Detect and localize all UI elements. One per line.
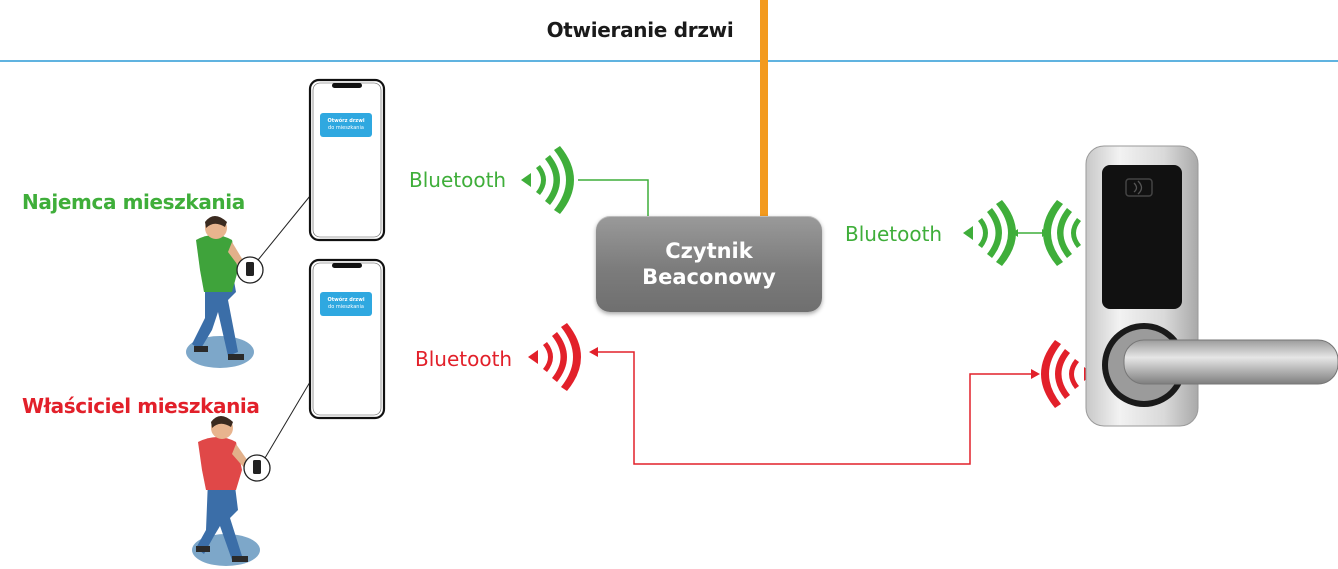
owner-person-icon [192, 416, 260, 566]
nfc-icon [1125, 178, 1153, 197]
owner-label: Właściciel mieszkania [22, 394, 260, 418]
page-title: Otwieranie drzwi [546, 18, 734, 42]
open-door-button[interactable]: Otwórz drzwi do mieszkania [320, 292, 372, 316]
reader-label-line1: Czytnik [665, 239, 753, 263]
bluetooth-signal-icon [528, 323, 581, 391]
door-lock-icon [1085, 145, 1338, 427]
smartphone-icon [308, 78, 386, 242]
open-door-button-sublabel: do mieszkania [328, 304, 364, 310]
tenant-bluetooth-label: Bluetooth [409, 168, 507, 192]
tenant-person-icon [186, 216, 254, 368]
reader-label-line2: Beaconowy [642, 265, 776, 289]
tenant-reader-connector [578, 179, 649, 216]
tenant-callout-line [257, 195, 311, 261]
beacon-reader-box: Czytnik Beaconowy [596, 216, 822, 312]
bluetooth-signal-icon [963, 200, 1016, 266]
owner-lock-connector [596, 351, 1032, 465]
owner-callout-line [264, 381, 311, 459]
bluetooth-signal-icon [521, 146, 574, 214]
open-door-button[interactable]: Otwórz drzwi do mieszkania [320, 113, 372, 137]
open-door-button-label: Otwórz drzwi [327, 297, 365, 303]
open-door-button-sublabel: do mieszkania [328, 125, 364, 131]
tenant-label: Najemca mieszkania [22, 190, 245, 214]
smartphone-icon [308, 258, 386, 420]
owner-bluetooth-label: Bluetooth [415, 347, 513, 371]
open-door-button-label: Otwórz drzwi [327, 118, 365, 124]
reader-lock-bluetooth-label: Bluetooth [845, 222, 943, 246]
orange-connector [760, 0, 768, 218]
